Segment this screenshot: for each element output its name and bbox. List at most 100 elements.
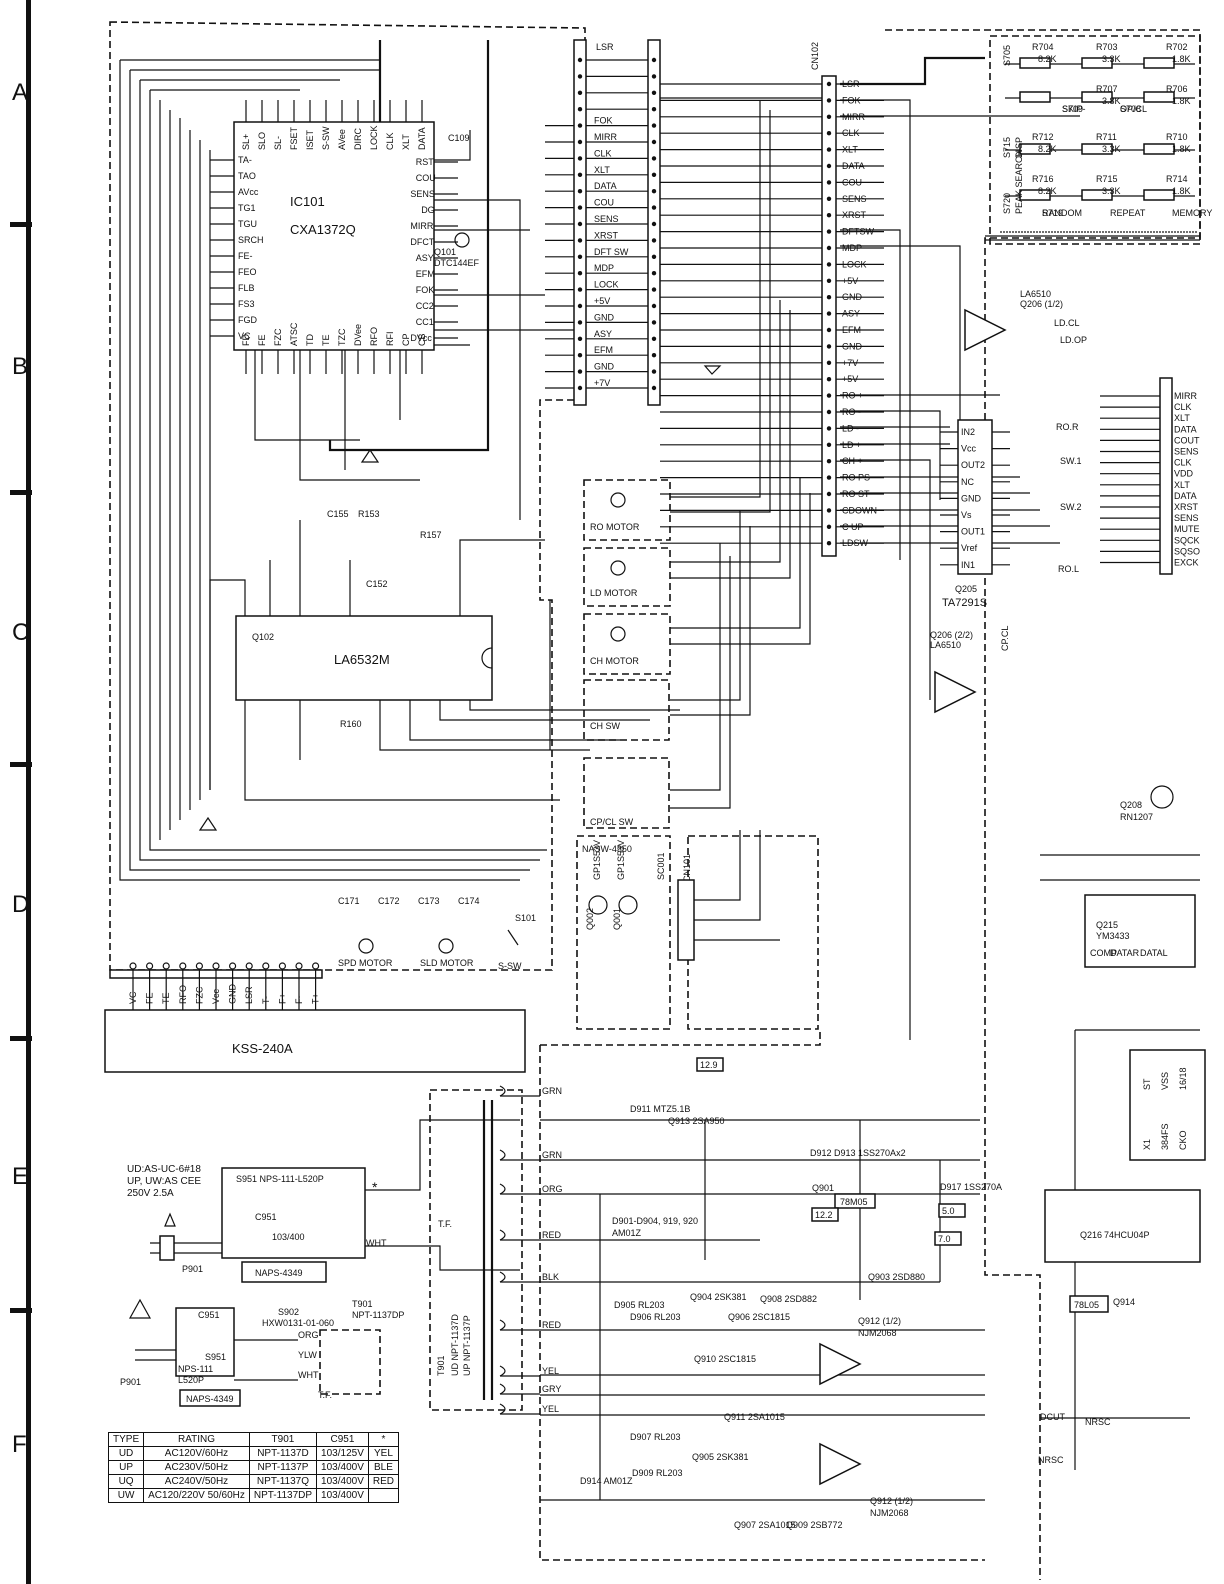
rating-cell: 103/400V (316, 1460, 369, 1475)
ic101-pin-14: AVcc (238, 187, 259, 197)
q216-part: 74HCU04P (1104, 1230, 1150, 1240)
lsr-pin-6: SENS (594, 214, 619, 224)
signal-ro-r: RO.R (1056, 422, 1079, 432)
cn102-title: CN102 (810, 42, 820, 70)
cn102-pins: LSRFOKMIRRCLKXLTDATACOUSENSXRSTDFTSWMDPL… (660, 79, 884, 548)
bus-pin-11: SENS (1174, 513, 1199, 523)
ic101-bpin-1: FE (257, 334, 267, 346)
spd-motor-symbol (358, 938, 374, 954)
psu-wire-7: GRY (542, 1384, 561, 1394)
psu-part-13: Q911 2SA1015 (724, 1412, 785, 1422)
signal-ld-op: LD.OP (1060, 335, 1087, 345)
q914-box (1069, 1295, 1109, 1313)
q205-pin-0: IN2 (961, 427, 975, 437)
lsr-pin-10: LOCK (594, 280, 619, 290)
rating-cell: NPT-1137DP (248, 1488, 318, 1503)
q001-symbol (618, 895, 638, 915)
rating-cell: YEL (367, 1446, 400, 1461)
row-divider (10, 222, 32, 227)
rating-cell: NPT-1137P (248, 1460, 318, 1475)
q205-pin-6: OUT1 (961, 527, 985, 537)
ic101-rpin-0: RST (416, 157, 435, 167)
t901-outline (429, 1089, 523, 1411)
nasw-gp1: GP1S53V (592, 840, 602, 880)
bus-pin-13: SQCK (1174, 535, 1200, 545)
alt-nps-label: NPS-111 (178, 1364, 213, 1374)
key-resistor-ref-5: R712 (1032, 132, 1054, 142)
key-resistor-ref-0: R704 (1032, 42, 1054, 52)
ic101-bpin-8: RFO (369, 327, 379, 346)
bus-pin-12: MUTE (1174, 524, 1200, 534)
bus-pin-10: XRST (1174, 502, 1199, 512)
alt-t901-part: NPT-1137DP (352, 1310, 404, 1320)
kss-pin-8: T- (261, 996, 271, 1004)
ic101-rpin-5: DFCT (410, 237, 434, 247)
motor-label-1: LD MOTOR (590, 588, 638, 598)
q205-pin-1: Vcc (961, 444, 977, 454)
lsr-pin-2: CLK (594, 148, 612, 158)
alt-tap-wht: WHT (298, 1370, 319, 1380)
s951-box (221, 1167, 366, 1259)
rating-cell: UQ (107, 1474, 145, 1489)
ic101-pin-18: FE- (238, 251, 253, 261)
kss-pin-4: FZC (194, 986, 204, 1004)
q102-ref: Q102 (252, 632, 274, 642)
psu-part-0: D911 MTZ5.1B (630, 1104, 690, 1114)
q002-symbol (588, 895, 608, 915)
key-switch-label-2: DISP (1014, 137, 1024, 158)
q205-pin-5: Vs (961, 510, 972, 520)
ic101-rpin-2: SENS (410, 189, 435, 199)
ic101-chip (233, 121, 435, 351)
key-switch-label-7: OP/CL (1120, 104, 1147, 114)
p901-label: P901 (182, 1264, 203, 1274)
alt-p901-label: P901 (120, 1377, 141, 1387)
kss-pin-1: FE (145, 992, 155, 1004)
q215-x1: COMP (1090, 948, 1117, 958)
bus-pin-2: XLT (1174, 413, 1190, 423)
bus-pin-0: MIRR (1174, 391, 1197, 401)
key-switch-label-5: REPEAT (1110, 208, 1146, 218)
r160-label: R160 (340, 719, 362, 729)
motor-wiring (549, 100, 811, 941)
ic101-bpin-7: DVee (353, 324, 363, 346)
voltage-tag-3: 7.0 (938, 1234, 951, 1244)
ic101-pin-17: SRCH (238, 235, 264, 245)
q205-pin-2: OUT2 (961, 460, 985, 470)
q101-label: Q101 (434, 247, 456, 257)
bus-pin-5: SENS (1174, 447, 1199, 457)
voltage-tag-2: 5.0 (942, 1206, 955, 1216)
kss-pin-10: F- (294, 996, 304, 1005)
rating-cell: 103/400V (316, 1474, 369, 1489)
alt-c951-label: C951 (198, 1310, 220, 1320)
psu-part-2: D912 D913 1SS270Ax2 (810, 1148, 906, 1158)
kss-pin-11: T+ (311, 993, 321, 1004)
q206b-opamp (934, 670, 977, 714)
row-divider (10, 490, 32, 495)
ch-sw-outline (583, 679, 670, 741)
psu-wire-8: YEL (542, 1404, 559, 1414)
ic101-pin-9: CLK (385, 132, 395, 150)
psu-part-12: Q910 2SC1815 (694, 1354, 756, 1364)
ic101-pin-21: FS3 (238, 299, 255, 309)
lsr-pin-13: ASY (594, 329, 612, 339)
psu-part-3: D917 1SS270A (940, 1182, 1002, 1192)
naps-label: NAPS-4349 (255, 1268, 303, 1278)
right-bus-connector (1159, 377, 1173, 575)
dac-bclk: ST (1142, 1078, 1152, 1090)
key-switch-ref-2: S715 (1002, 137, 1012, 158)
key-switch-ref-4: S719 (1042, 208, 1063, 218)
grid-row-d: D (12, 891, 29, 918)
t901-ref: T901 (436, 1355, 446, 1376)
ic101-bpin-0: FD (241, 334, 251, 346)
cpcl-sw-label: CP/CL SW (590, 817, 634, 827)
q208-symbol (1150, 785, 1174, 809)
key-switch-ref-7: S708 (1120, 104, 1141, 114)
alt-tf-label: T.F. (318, 1390, 332, 1400)
